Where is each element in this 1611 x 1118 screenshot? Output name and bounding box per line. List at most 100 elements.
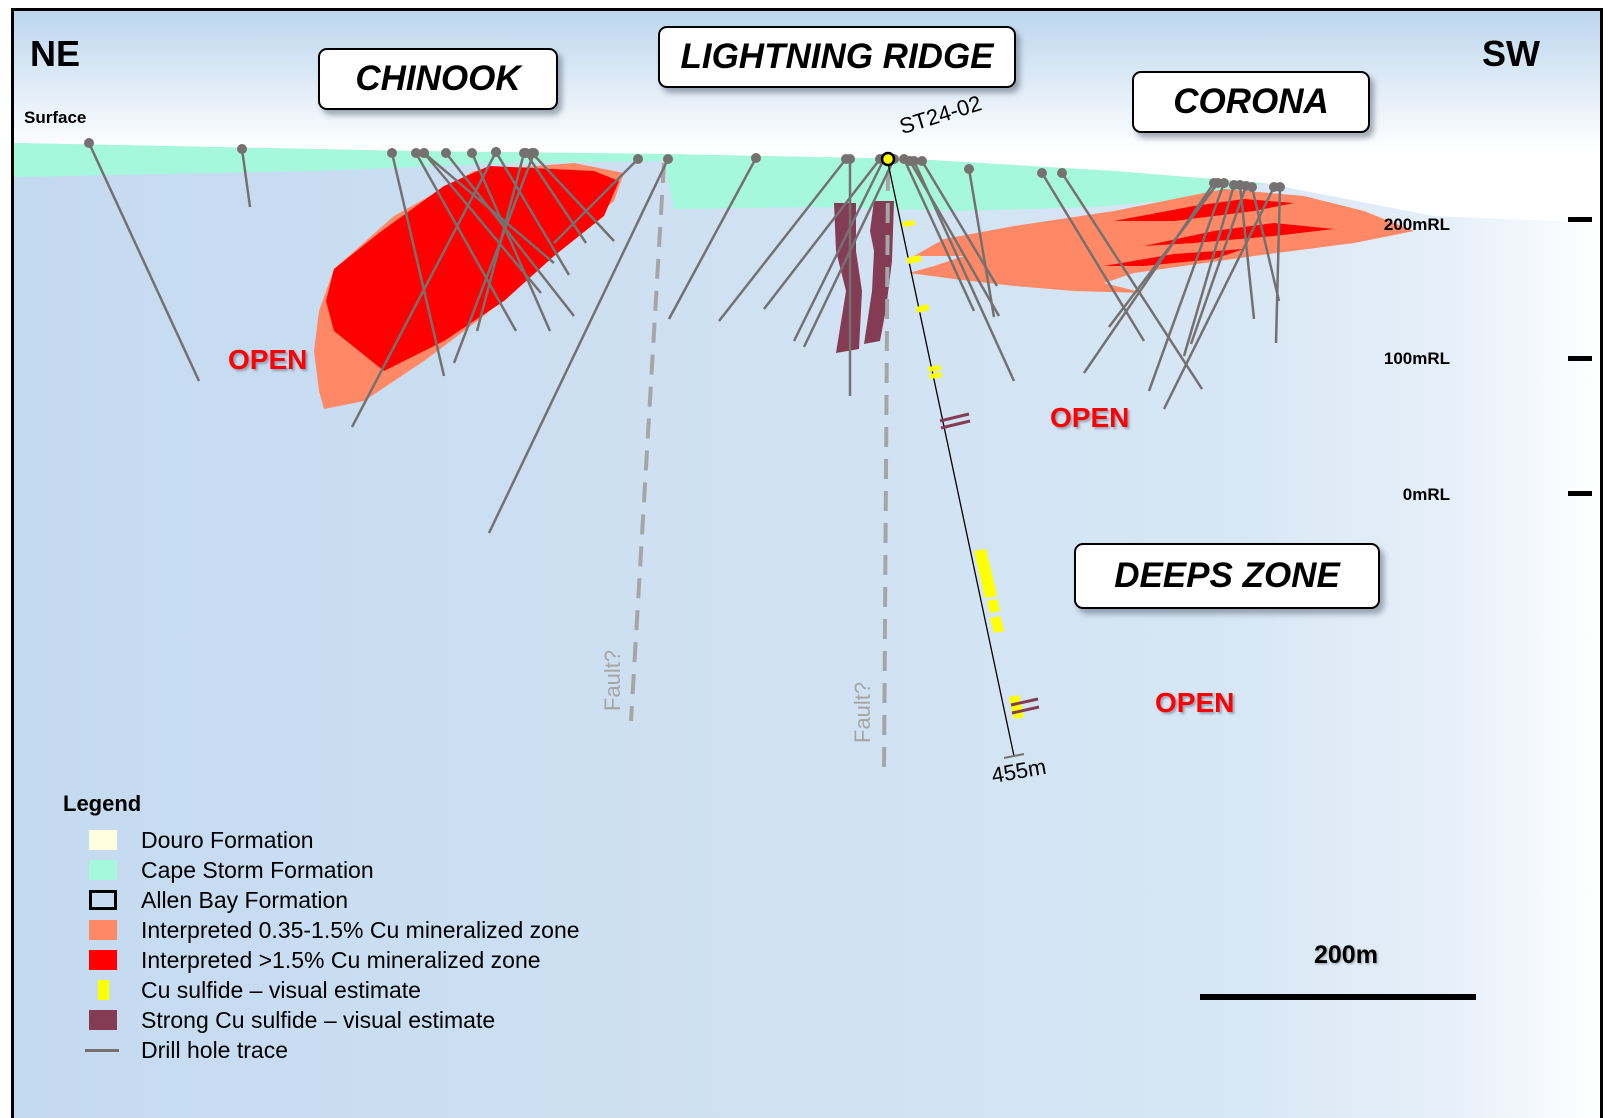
legend-swatch bbox=[85, 1048, 119, 1052]
drill-hole-trace[interactable] bbox=[967, 168, 996, 318]
drill-hole-trace[interactable] bbox=[1108, 182, 1219, 328]
legend-swatch bbox=[89, 950, 117, 970]
drill-hole-collar[interactable] bbox=[84, 138, 94, 148]
area-label-lightning-ridge: LIGHTNING RIDGE bbox=[658, 26, 1016, 88]
drill-hole-collar[interactable] bbox=[1247, 182, 1257, 192]
cape-storm-formation bbox=[14, 143, 1264, 211]
open-label-deeps: OPEN bbox=[1155, 687, 1235, 718]
drill-hole-trace[interactable] bbox=[1189, 185, 1248, 345]
legend-item-label: Interpreted 0.35-1.5% Cu mineralized zon… bbox=[141, 916, 580, 943]
legend-item: Allen Bay Formation bbox=[51, 885, 580, 915]
drill-hole-trace[interactable] bbox=[1162, 186, 1276, 410]
drill-hole-trace[interactable] bbox=[667, 157, 758, 320]
direction-ne-label: NE bbox=[30, 33, 81, 74]
fault-label: Fault? bbox=[850, 681, 875, 743]
drill-hole-trace[interactable] bbox=[1040, 172, 1146, 342]
drill-hole-collar[interactable] bbox=[1057, 168, 1067, 178]
drill-hole-trace[interactable] bbox=[1250, 186, 1281, 302]
drill-hole-trace[interactable] bbox=[1082, 182, 1216, 374]
elevation-label-0: 0mRL bbox=[1402, 485, 1450, 504]
legend-swatch bbox=[89, 980, 117, 1000]
strong-cu-sulfide-intervals bbox=[939, 412, 1040, 715]
legend-item: Interpreted >1.5% Cu mineralized zone bbox=[51, 945, 580, 975]
drill-hole-collar[interactable] bbox=[1275, 182, 1285, 192]
legend-swatch bbox=[89, 890, 117, 910]
drill-hole-collar[interactable] bbox=[909, 156, 919, 166]
legend-swatch bbox=[89, 830, 117, 850]
drill-hole-collar[interactable] bbox=[751, 153, 761, 163]
drill-hole-trace[interactable] bbox=[802, 158, 896, 348]
legend-item-label: Cape Storm Formation bbox=[141, 856, 374, 883]
area-label-corona: CORONA bbox=[1132, 71, 1370, 133]
drill-hole-trace[interactable] bbox=[1147, 182, 1226, 392]
elevation-tick-200 bbox=[1568, 217, 1592, 222]
drill-hole-collar[interactable] bbox=[529, 148, 539, 158]
drill-hole-trace[interactable] bbox=[487, 158, 670, 534]
drill-hole-collar[interactable] bbox=[663, 154, 673, 164]
drill-hole-collar[interactable] bbox=[237, 144, 247, 154]
legend-item: Cape Storm Formation bbox=[51, 855, 580, 885]
legend-item: Interpreted 0.35-1.5% Cu mineralized zon… bbox=[51, 915, 580, 945]
drill-hole-trace[interactable] bbox=[1182, 184, 1236, 357]
fault-line bbox=[629, 162, 666, 722]
drill-hole-trace[interactable] bbox=[423, 152, 542, 294]
drill-hole-collar[interactable] bbox=[964, 164, 974, 174]
drill-hole-trace[interactable] bbox=[475, 152, 526, 332]
elevation-label-200: 200mRL bbox=[1383, 215, 1450, 234]
open-label-corona: OPEN bbox=[1050, 402, 1130, 433]
fault-line bbox=[882, 170, 890, 772]
drill-hole-trace[interactable] bbox=[240, 148, 252, 208]
drill-hole-collar[interactable] bbox=[917, 156, 927, 166]
legend-item-label: Douro Formation bbox=[141, 826, 314, 853]
drill-hole-collar[interactable] bbox=[387, 148, 397, 158]
st24-02-collar[interactable] bbox=[880, 151, 896, 167]
drill-hole-trace[interactable] bbox=[912, 160, 1016, 382]
chinook-high-grade-zone bbox=[326, 166, 619, 371]
legend-item-label: Allen Bay Formation bbox=[141, 886, 349, 913]
drill-hole-trace[interactable] bbox=[553, 158, 639, 244]
drill-hole-collar[interactable] bbox=[633, 154, 643, 164]
direction-sw-label: SW bbox=[1482, 33, 1540, 74]
drill-hole-collar[interactable] bbox=[411, 148, 421, 158]
allen-bay-formation bbox=[14, 143, 1600, 1118]
drill-hole-trace[interactable] bbox=[494, 151, 571, 276]
drill-hole-trace[interactable] bbox=[452, 152, 536, 364]
elevation-tick-0 bbox=[1568, 491, 1592, 496]
legend-item: Drill hole trace bbox=[51, 1035, 580, 1065]
drill-hole-trace[interactable] bbox=[524, 152, 588, 244]
area-label-deeps-zone: DEEPS ZONE bbox=[1074, 543, 1380, 609]
drill-hole-trace[interactable] bbox=[1274, 186, 1282, 344]
legend-item-label: Drill hole trace bbox=[141, 1036, 288, 1063]
drill-hole-trace[interactable] bbox=[390, 152, 446, 377]
open-label-chinook: OPEN bbox=[228, 344, 308, 375]
cross-section-frame: NE SW Surface CHINOOK LIGHTNING RIDGE CO… bbox=[11, 8, 1603, 1118]
drill-hole-trace[interactable] bbox=[350, 151, 498, 428]
drill-hole-collar[interactable] bbox=[845, 154, 855, 164]
drill-hole-trace[interactable] bbox=[1238, 184, 1256, 320]
legend-item: Strong Cu sulfide – visual estimate bbox=[51, 1005, 580, 1035]
drill-hole-trace[interactable] bbox=[414, 152, 518, 332]
drill-hole-trace[interactable] bbox=[763, 158, 881, 310]
surface-label: Surface bbox=[24, 108, 87, 127]
drill-hole-trace[interactable] bbox=[470, 152, 552, 332]
corona-high-grade-lens bbox=[1104, 249, 1244, 266]
drill-hole-trace[interactable] bbox=[1060, 172, 1204, 390]
scale-bar bbox=[1200, 994, 1476, 1000]
drill-hole-trace[interactable] bbox=[718, 158, 847, 322]
cross-section-drawing bbox=[14, 11, 1600, 1118]
drill-hole-collar[interactable] bbox=[491, 147, 501, 157]
drill-hole-collar[interactable] bbox=[419, 148, 429, 158]
drill-hole-collar[interactable] bbox=[441, 148, 451, 158]
drill-hole-trace[interactable] bbox=[531, 152, 615, 242]
drill-hole-collar[interactable] bbox=[1219, 178, 1229, 188]
drill-hole-collar[interactable] bbox=[467, 148, 477, 158]
drill-hole-trace[interactable] bbox=[445, 152, 575, 317]
legend-item-label: Strong Cu sulfide – visual estimate bbox=[141, 1006, 496, 1033]
drill-hole-trace[interactable] bbox=[902, 158, 976, 312]
drill-hole-trace[interactable] bbox=[792, 158, 886, 342]
drill-hole-trace[interactable] bbox=[87, 142, 201, 382]
drill-hole-collar[interactable] bbox=[1037, 168, 1047, 178]
drill-hole-collar[interactable] bbox=[519, 148, 529, 158]
legend-item-label: Cu sulfide – visual estimate bbox=[141, 976, 421, 1003]
legend-item: Douro Formation bbox=[51, 825, 580, 855]
